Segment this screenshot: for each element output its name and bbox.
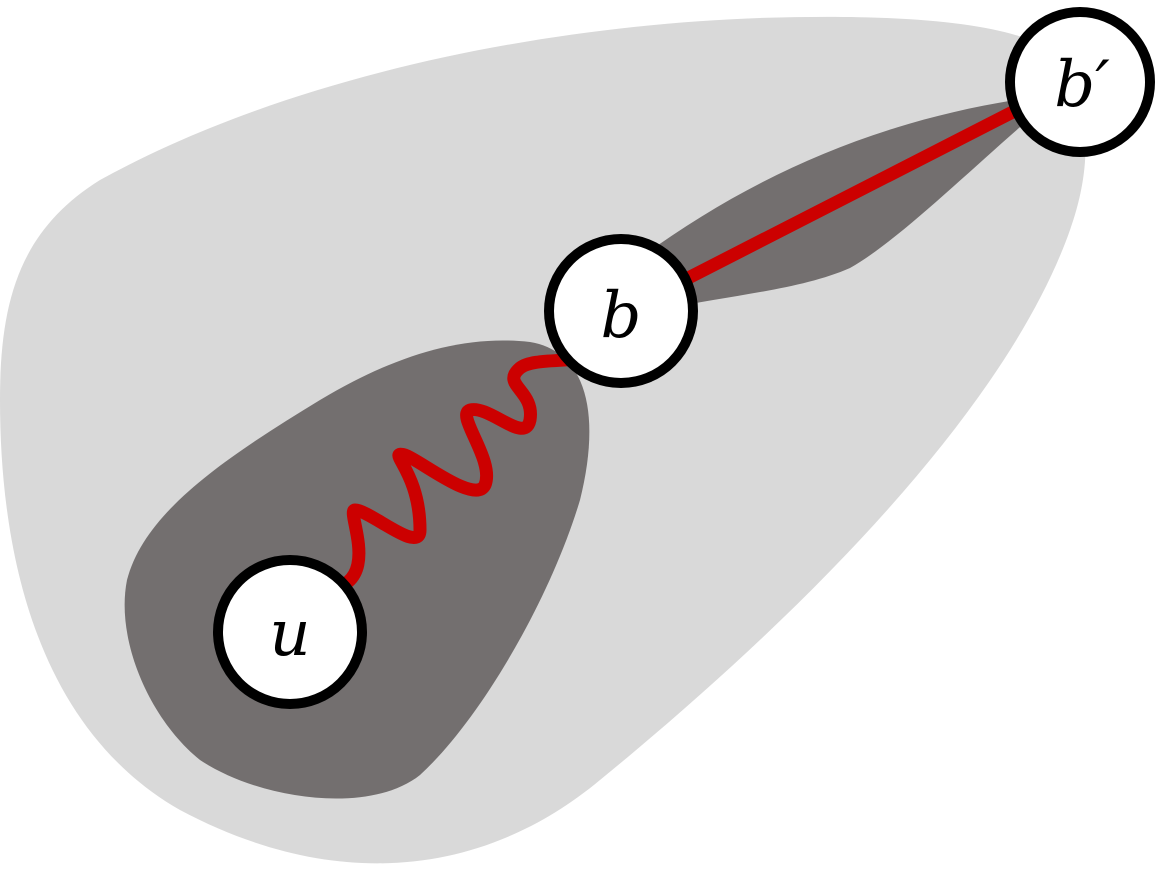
- node-b-circle: [544, 234, 698, 388]
- node-u-circle: [213, 555, 367, 709]
- node-u: u: [213, 555, 367, 709]
- node-b-prime: b′: [1005, 7, 1155, 157]
- straight-path-b-bprime: [648, 91, 1047, 302]
- node-b: b: [544, 234, 698, 388]
- node-b-label: b: [601, 279, 642, 353]
- wavy-path-u-b: [318, 345, 602, 597]
- node-u-label: u: [269, 597, 310, 671]
- node-b-prime-label: b′: [1054, 48, 1110, 122]
- node-b-prime-circle: [1005, 7, 1155, 157]
